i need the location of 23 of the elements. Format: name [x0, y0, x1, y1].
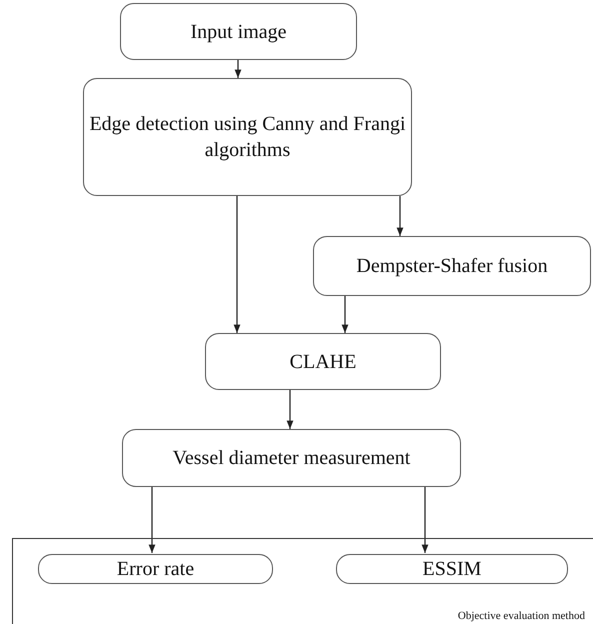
box-label: Input image — [190, 20, 287, 44]
arrow — [342, 296, 348, 333]
arrow — [286, 390, 294, 429]
arrow — [234, 196, 240, 333]
group-label: Objective evaluation method — [458, 610, 585, 622]
process-box — [120, 3, 357, 60]
box-label: Vessel diameter measurement — [172, 446, 410, 471]
process-box — [38, 554, 273, 584]
arrow — [396, 196, 404, 236]
box-label: Dempster-Shafer fusion — [356, 254, 548, 279]
process-box — [83, 78, 412, 196]
process-box — [313, 236, 591, 296]
process-box — [205, 333, 441, 390]
process-box — [122, 429, 461, 487]
box-label: Edge detection using Canny and Frangi algorithms — [88, 112, 407, 163]
box-label: CLAHE — [290, 350, 356, 374]
box-label: Error rate — [116, 557, 194, 582]
arrow — [234, 60, 242, 78]
arrow — [148, 487, 156, 553]
box-label: ESSIM — [422, 557, 482, 582]
group-frame — [12, 538, 593, 624]
process-box — [336, 554, 568, 584]
arrow — [422, 487, 428, 553]
